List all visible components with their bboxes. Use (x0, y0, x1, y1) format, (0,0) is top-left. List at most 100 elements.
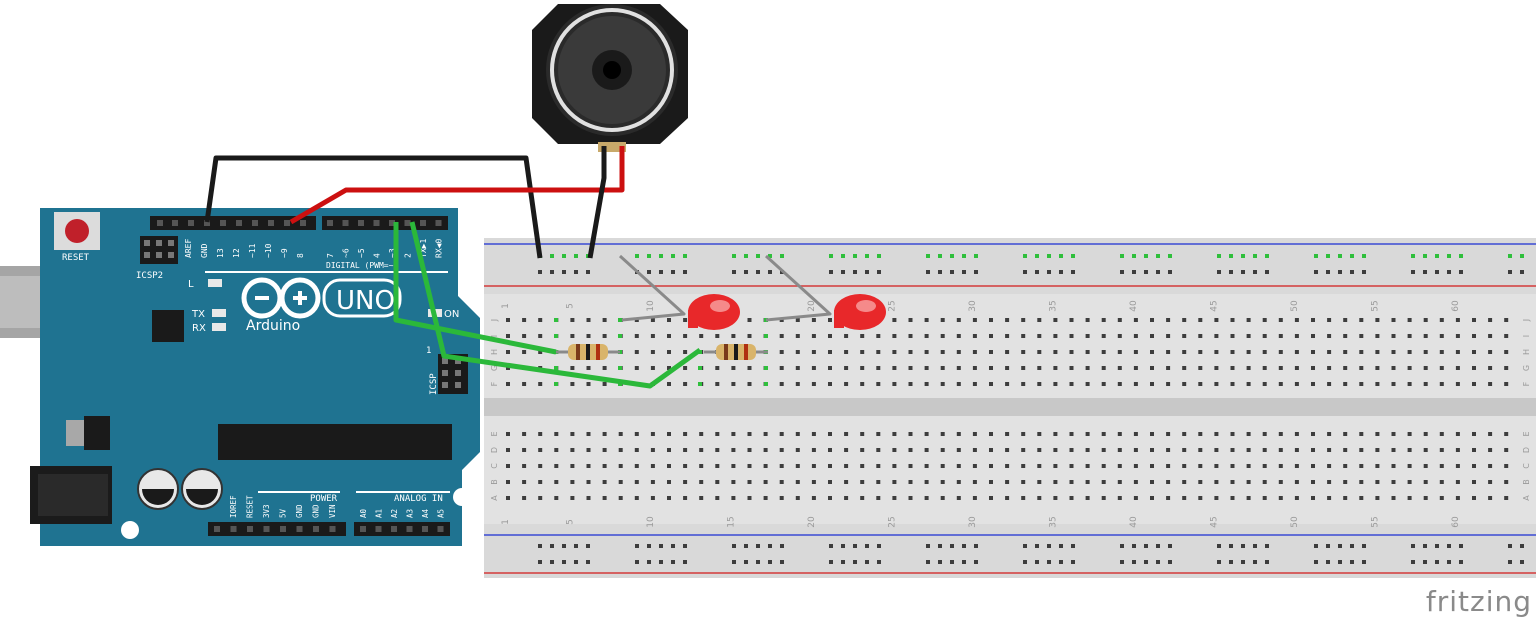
breadboard-hole (811, 350, 816, 354)
rail-hole (647, 254, 651, 258)
pin-label: ~11 (248, 243, 257, 258)
breadboard-hole (1037, 366, 1042, 370)
rail-hole (938, 270, 942, 274)
breadboard-hole (554, 448, 559, 452)
breadboard-hole (1214, 350, 1219, 354)
breadboard-hole (1037, 318, 1042, 322)
breadboard-hole (1359, 432, 1364, 436)
breadboard-hole (1150, 448, 1154, 452)
header-analog (354, 522, 450, 536)
header-pin (437, 526, 444, 532)
breadboard-hole (1455, 480, 1460, 484)
brand-label: Arduino (246, 318, 300, 334)
breadboard-hole (1455, 496, 1460, 500)
breadboard-hole (779, 448, 784, 452)
rail-hole (1229, 560, 1233, 564)
breadboard-hole (940, 334, 945, 338)
row-letter: F (490, 381, 499, 386)
breadboard-hole (1472, 464, 1476, 468)
breadboard-hole (1262, 432, 1267, 436)
breadboard-hole (1423, 464, 1428, 468)
breadboard-hole (1472, 318, 1476, 322)
breadboard-hole (1262, 496, 1267, 500)
breadboard-hole (1246, 350, 1251, 354)
breadboard-hole (1117, 350, 1122, 354)
breadboard-hole (989, 350, 993, 354)
breadboard-hole (1053, 496, 1058, 500)
breadboard-hole (1504, 432, 1509, 436)
breadboard-hole (1069, 480, 1074, 484)
breadboard-hole (860, 464, 865, 468)
rail-hole (768, 544, 772, 548)
rail-hole (1508, 270, 1512, 274)
wire-speaker-black (587, 146, 607, 259)
breadboard-hole (1375, 366, 1380, 370)
rail-hole (671, 270, 675, 274)
breadboard-hole (1133, 334, 1138, 338)
header-pin (373, 220, 380, 226)
breadboard-hole (940, 382, 945, 386)
breadboard-hole (602, 496, 607, 500)
breadboard-hole (1198, 334, 1203, 338)
rail-hole (1156, 544, 1160, 548)
breadboard-hole (1053, 464, 1058, 468)
breadboard-hole (860, 448, 865, 452)
breadboard-hole (1455, 350, 1460, 354)
breadboard-hole (908, 334, 913, 338)
rail-hole (1435, 270, 1439, 274)
breadboard-hole (989, 432, 993, 436)
breadboard-hole (1005, 496, 1010, 500)
breadboard-hole (892, 366, 897, 370)
header-pin (247, 526, 253, 532)
rail-hole (1350, 544, 1354, 548)
breadboard-hole (570, 382, 575, 386)
breadboard-hole (1423, 366, 1428, 370)
breadboard-hole (1182, 496, 1187, 500)
breadboard-hole (1391, 464, 1396, 468)
breadboard-hole (763, 464, 768, 468)
breadboard-hole (1375, 334, 1380, 338)
header-pin (329, 526, 336, 532)
breadboard-hole (1021, 432, 1026, 436)
rail-hole (877, 560, 881, 564)
breadboard-hole (522, 350, 527, 354)
column-number: 15 (726, 516, 736, 527)
breadboard-hole (1262, 350, 1267, 354)
breadboard-hole (763, 480, 768, 484)
rail-hole (538, 560, 542, 564)
breadboard-hole (522, 480, 527, 484)
breadboard-hole (811, 448, 816, 452)
wire-pin2-green (409, 221, 702, 389)
connected-hole (698, 382, 702, 386)
rail-hole (1411, 544, 1415, 548)
rail-hole (1156, 270, 1160, 274)
breadboard-hole (860, 382, 865, 386)
breadboard-hole (876, 382, 881, 386)
breadboard-hole (1311, 496, 1315, 500)
breadboard-hole (650, 464, 655, 468)
breadboard-hole (1343, 350, 1348, 354)
rail-hole (1459, 544, 1463, 548)
breadboard-hole (940, 432, 945, 436)
breadboard-hole (522, 496, 527, 500)
breadboard-hole (570, 432, 575, 436)
breadboard-hole (1230, 496, 1235, 500)
rail-hole (1265, 560, 1269, 564)
breadboard-hole (650, 496, 655, 500)
rail-hole (1217, 560, 1221, 564)
breadboard-hole (1182, 480, 1187, 484)
analog-label: ANALOG IN (394, 494, 443, 504)
header-pin (342, 220, 349, 226)
breadboard-hole (924, 350, 929, 354)
rail-hole (1047, 270, 1051, 274)
breadboard-hole (1085, 432, 1090, 436)
breadboard-hole (1455, 464, 1460, 468)
rail-hole (635, 254, 639, 258)
rail-hole (1156, 560, 1160, 564)
breadboard-hole (811, 432, 816, 436)
reset-button[interactable] (65, 219, 89, 243)
rail-hole (586, 544, 590, 548)
breadboard-hole (570, 464, 575, 468)
breadboard-hole (844, 334, 849, 338)
pin-label: ~6 (342, 248, 351, 258)
